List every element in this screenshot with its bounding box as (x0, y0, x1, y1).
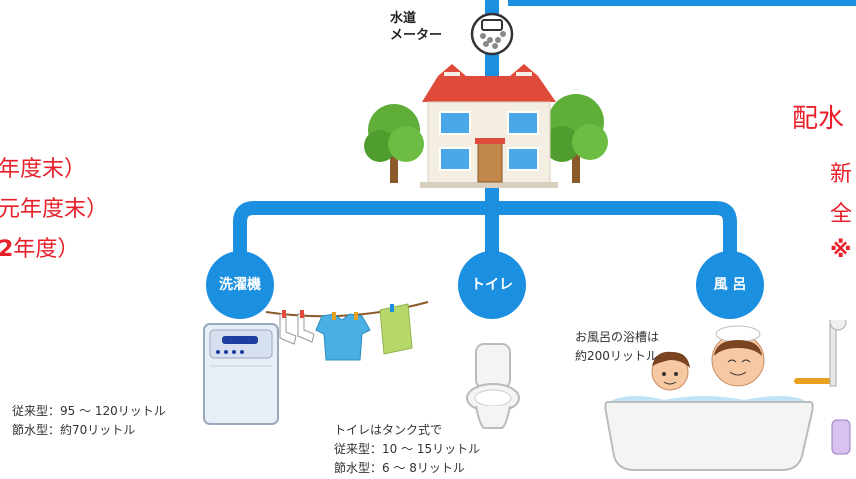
node-label-toilet: トイレ (471, 277, 513, 293)
toilet-note-line1: トイレはタンク式で (334, 423, 443, 437)
water-meter-label: 水道 メーター (390, 10, 442, 44)
bath-note-line1: お風呂の浴槽は (575, 330, 660, 344)
child-face-icon (651, 351, 690, 391)
left-fragment-row3-text: 年度） (13, 237, 80, 262)
node-circle-bath (696, 251, 764, 319)
bath-note: お風呂の浴槽は 約200リットル (575, 328, 659, 366)
faucet-icon (794, 320, 847, 387)
bathtub-with-children-illustration (604, 320, 851, 471)
node-circle-toilet (458, 251, 526, 319)
toilet-icon (466, 343, 520, 429)
meter-label-line1: 水道 (390, 11, 417, 26)
house-illustration (364, 64, 608, 188)
left-text-fragment-1: 年度末） (0, 156, 86, 184)
washing-machine-icon (203, 323, 279, 425)
left-text-fragment-2: 元年度末） (0, 196, 108, 224)
node-label-bath: 風 呂 (713, 277, 747, 293)
washing-note-line2: 節水型：約70リットル (12, 423, 136, 437)
right-text-fragment-3: 全 (830, 202, 853, 227)
right-text-fragment-2: 新 (830, 162, 853, 187)
left-fragment-row1: 年度末） (0, 157, 87, 182)
node-circle-washing-machine (206, 251, 274, 319)
washing-machine-note: 従来型：95 ～ 120リットル 節水型：約70リットル (12, 402, 166, 440)
tree-right-icon (544, 94, 608, 183)
toilet-note: トイレはタンク式で 従来型：10 ～ 15リットル 節水型：6 ～ 8リットル (334, 421, 480, 478)
meter-label-line2: メーター (390, 28, 443, 43)
sock-icon (279, 313, 297, 345)
laundry-line-illustration (265, 301, 429, 361)
adult-face-icon (711, 325, 765, 387)
towel-icon (379, 303, 413, 355)
toilet-note-line2: 従来型：10 ～ 15リットル (334, 442, 481, 456)
tree-left-icon (364, 104, 424, 183)
right-text-fragment-1: 配水 (792, 104, 845, 134)
toilet-note-line3: 節水型：6 ～ 8リットル (334, 461, 465, 475)
bath-note-line2: 約200リットル (575, 349, 658, 363)
washing-note-line1: 従来型：95 ～ 120リットル (12, 404, 166, 418)
node-label-washing-machine: 洗濯機 (219, 277, 261, 293)
left-fragment-row2: 元年度末） (0, 197, 109, 222)
sock-icon (297, 313, 315, 343)
shampoo-bottle-icon (831, 419, 851, 455)
left-text-fragment-3: 2年度） (0, 236, 79, 264)
water-meter-icon (470, 12, 514, 56)
shirt-icon (315, 313, 371, 361)
left-fragment-row3-number: 2 (0, 237, 14, 262)
right-text-fragment-4: ※ (830, 238, 852, 263)
